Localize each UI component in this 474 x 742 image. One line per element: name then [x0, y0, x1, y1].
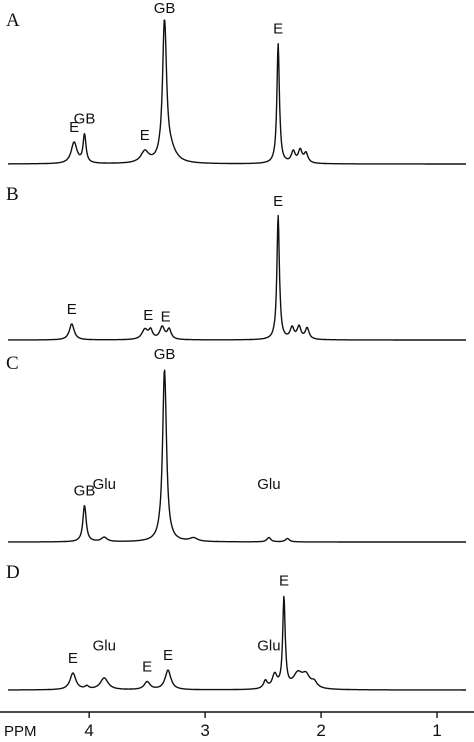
peak-label-b-2: E — [161, 308, 171, 325]
spectrum-trace-c — [7, 369, 467, 543]
peak-label-c-3: Glu — [257, 476, 280, 493]
panel-label-b: B — [6, 184, 19, 205]
peak-label-d-1: Glu — [93, 637, 116, 654]
peak-label-d-0: E — [68, 650, 78, 667]
panel-label-d: D — [6, 562, 20, 583]
peak-label-d-3: E — [163, 647, 173, 664]
panel-label-a: A — [6, 10, 20, 31]
peak-label-b-3: E — [273, 193, 283, 210]
x-tick-label-3: 3 — [200, 721, 209, 740]
peak-label-d-5: E — [279, 573, 289, 590]
x-axis-title: PPM — [4, 723, 37, 740]
spectrum-trace-a — [7, 19, 467, 165]
peak-label-a-3: GB — [154, 0, 176, 17]
peak-label-a-1: GB — [74, 110, 96, 127]
peak-label-a-0: E — [69, 119, 79, 136]
peak-label-b-1: E — [143, 307, 153, 324]
x-tick-label-2: 2 — [316, 721, 325, 740]
spectrum-trace-d — [7, 595, 467, 691]
x-tick-label-4: 4 — [84, 721, 93, 740]
peak-label-d-4: Glu — [257, 637, 280, 654]
peak-label-c-1: Glu — [93, 476, 116, 493]
peak-label-b-0: E — [67, 301, 77, 318]
x-tick-label-1: 1 — [432, 721, 441, 740]
peak-label-d-2: E — [142, 658, 152, 675]
peak-label-a-4: E — [273, 21, 283, 38]
panel-label-c: C — [6, 353, 19, 374]
peak-label-c-0: GB — [74, 482, 96, 499]
spectrum-trace-b — [7, 214, 467, 341]
peak-label-a-2: E — [140, 127, 150, 144]
peak-label-c-2: GB — [154, 346, 176, 363]
